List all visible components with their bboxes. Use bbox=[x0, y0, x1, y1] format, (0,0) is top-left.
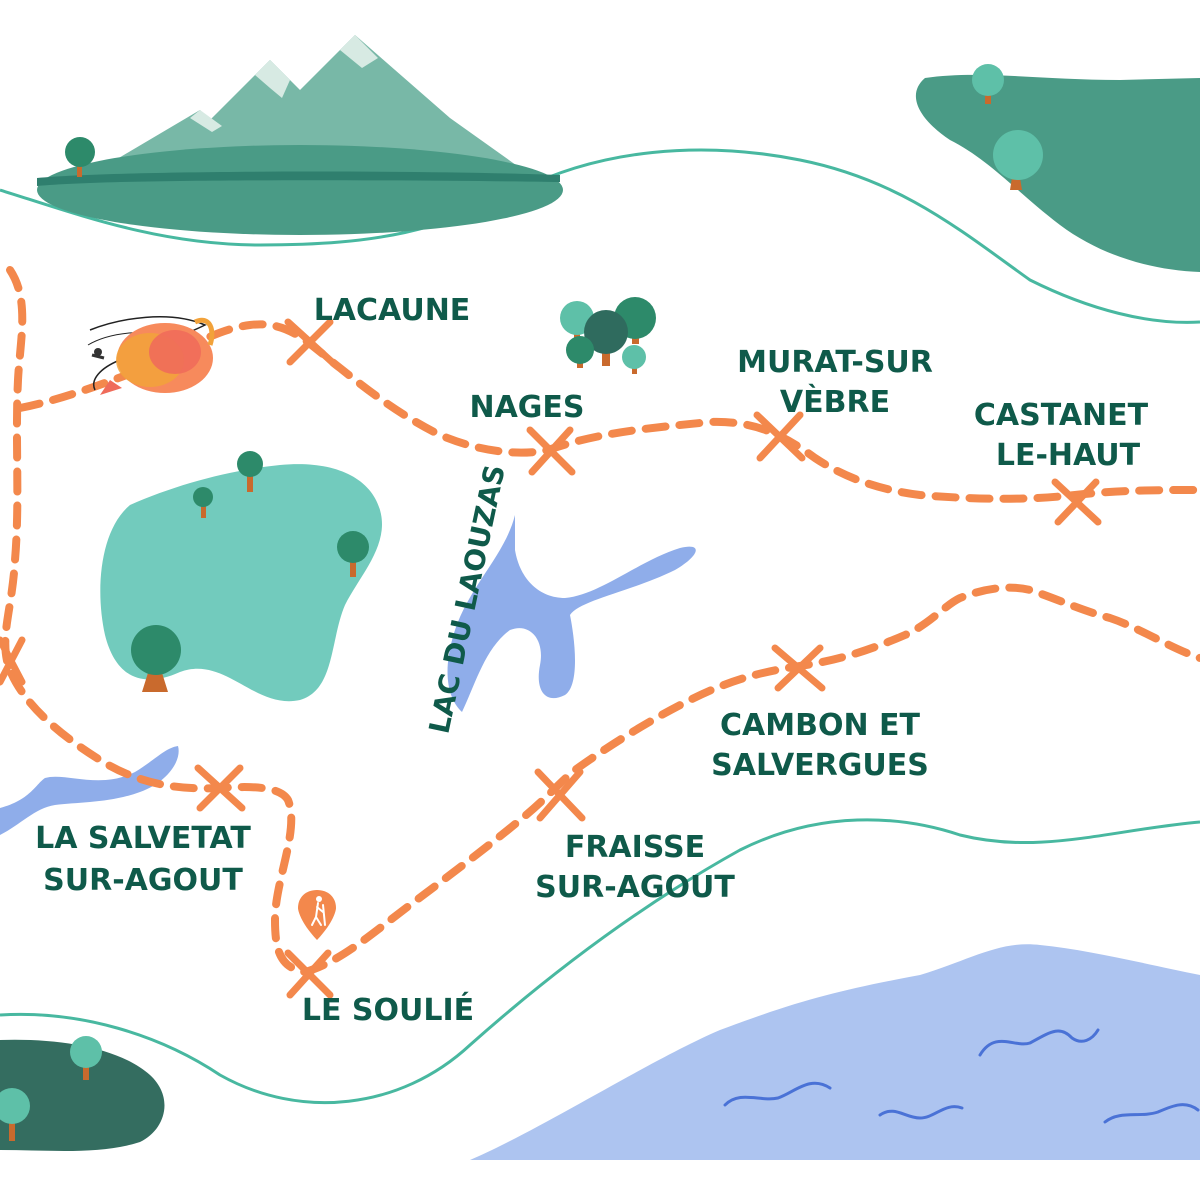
river-agout bbox=[0, 746, 179, 835]
tree-icon bbox=[70, 1036, 102, 1080]
x-marker-icon bbox=[284, 318, 336, 366]
place-label-lacaune: LACAUNE bbox=[314, 293, 471, 328]
x-marker-icon bbox=[194, 764, 246, 812]
forest-area-southwest bbox=[0, 1039, 165, 1151]
x-marker-icon bbox=[526, 426, 576, 476]
lake-islet bbox=[527, 654, 539, 670]
tree-icon bbox=[972, 64, 1004, 104]
mountain-icon bbox=[37, 35, 563, 235]
terrain-border-bottom bbox=[0, 818, 1200, 1105]
x-marker-icon bbox=[1051, 478, 1102, 526]
place-label-murat-line2: VÈBRE bbox=[780, 384, 890, 420]
x-marker-icon bbox=[753, 411, 806, 462]
tree-icon bbox=[337, 531, 369, 577]
x-marker-icon bbox=[0, 636, 26, 686]
lake-laouzas bbox=[447, 515, 696, 712]
place-label-cambon-line2: SALVERGUES bbox=[711, 748, 929, 783]
route-south bbox=[301, 583, 1200, 976]
hiker-pin-icon[interactable] bbox=[298, 890, 336, 940]
place-label-nages: NAGES bbox=[469, 390, 584, 425]
wave-icon bbox=[723, 1028, 1200, 1124]
place-label-cambon-line1: CAMBON ET bbox=[720, 708, 921, 743]
place-label-salvetat-line1: LA SALVETAT bbox=[35, 821, 251, 856]
balloon-fish-icon bbox=[87, 316, 215, 395]
place-label-salvetat-line2: SUR-AGOUT bbox=[43, 863, 243, 898]
place-label-le-soulie: LE SOULIÉ bbox=[302, 992, 474, 1028]
tree-icon bbox=[993, 130, 1043, 190]
forest-area-northeast bbox=[915, 74, 1200, 273]
tree-icon bbox=[0, 1088, 30, 1141]
place-label-fraisse-line2: SUR-AGOUT bbox=[535, 870, 735, 905]
tree-icon bbox=[193, 487, 213, 518]
place-label-fraisse-line1: FRAISSE bbox=[565, 830, 705, 865]
route-west bbox=[1, 266, 309, 976]
place-label-castanet-line1: CASTANET bbox=[974, 398, 1149, 433]
place-label-murat-line1: MURAT-SUR bbox=[737, 345, 933, 380]
tree-icon bbox=[237, 451, 263, 492]
x-marker-icon bbox=[534, 768, 586, 822]
tree-icon bbox=[65, 137, 95, 177]
terrain-border-top bbox=[0, 148, 1200, 324]
tree-icon bbox=[131, 625, 181, 692]
place-label-castanet-line2: LE-HAUT bbox=[996, 438, 1141, 473]
tree-cluster bbox=[560, 297, 656, 374]
x-marker-icon bbox=[771, 644, 826, 692]
sea-area bbox=[470, 944, 1200, 1160]
x-marker-icon bbox=[284, 949, 334, 999]
